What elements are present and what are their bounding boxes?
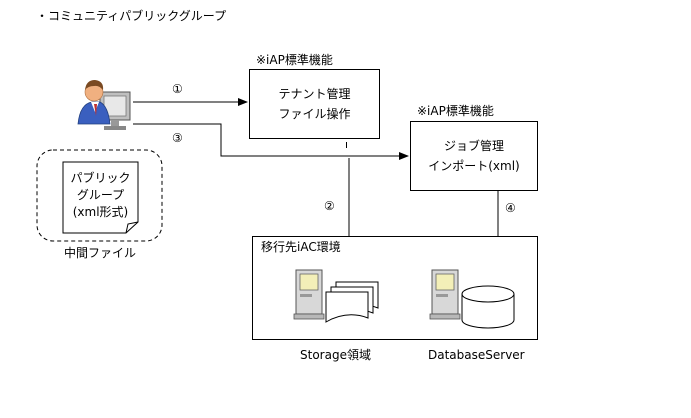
job-line1: ジョブ管理 xyxy=(443,139,504,153)
tenant-line2: ファイル操作 xyxy=(278,107,351,121)
job-note: ※iAP標準機能 xyxy=(417,104,494,118)
tenant-line1: テナント管理 xyxy=(278,87,351,101)
arrow-step3 xyxy=(133,123,409,160)
storage-label: Storage領域 xyxy=(300,348,371,362)
intermediate-doc-line2: グループ xyxy=(76,188,125,202)
step-3-label: ③ xyxy=(172,131,183,145)
step-4-label: ④ xyxy=(505,201,516,215)
job-line2: インポート(xml) xyxy=(428,159,520,173)
database-server-label: DatabaseServer xyxy=(428,348,525,362)
target-environment-box: 移行先iAC環境 xyxy=(252,236,538,340)
intermediate-caption: 中間ファイル xyxy=(64,246,137,260)
job-management-box: ジョブ管理 インポート(xml) xyxy=(410,121,538,191)
step-1-label: ① xyxy=(172,82,183,96)
tenant-note: ※iAP標準機能 xyxy=(256,53,333,67)
step-2-label: ② xyxy=(324,199,335,213)
page-heading: ・コミュニティパブリックグループ xyxy=(36,9,227,23)
intermediate-doc-line1: パブリック xyxy=(70,171,131,185)
tenant-management-box: テナント管理 ファイル操作 xyxy=(249,69,380,139)
target-env-title: 移行先iAC環境 xyxy=(261,240,341,254)
tenant-tick xyxy=(346,142,347,148)
intermediate-doc-line3: (xml形式) xyxy=(72,205,129,219)
